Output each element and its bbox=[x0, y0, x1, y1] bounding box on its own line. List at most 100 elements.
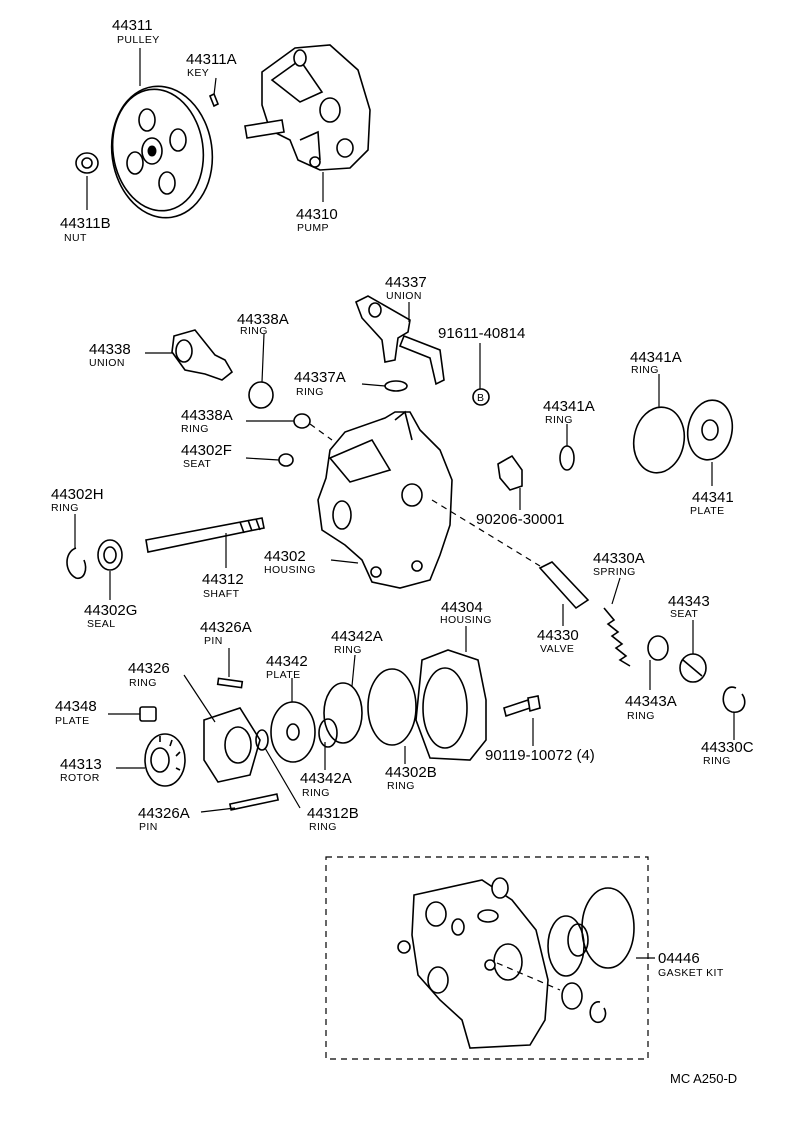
label-44326-number: 44326 bbox=[128, 660, 170, 677]
label-44310-name: PUMP bbox=[297, 222, 329, 234]
label-44302b-number: 44302B bbox=[385, 764, 437, 781]
label-44330c-name: RING bbox=[703, 755, 731, 767]
label-04446-name: GASKET KIT bbox=[658, 967, 724, 979]
label-44337a-number: 44337A bbox=[294, 369, 346, 386]
label-44311-number: 44311 bbox=[112, 17, 153, 34]
label-44342a-upper-number: 44342A bbox=[331, 628, 383, 645]
ring-44337a-drawing bbox=[384, 380, 408, 392]
ring-44341a-large-drawing bbox=[632, 406, 686, 474]
label-44330-name: VALVE bbox=[540, 643, 574, 655]
label-44330c-number: 44330C bbox=[701, 739, 754, 756]
label-44342a-lower-name: RING bbox=[302, 787, 330, 799]
label-44341a-large-name: RING bbox=[631, 364, 659, 376]
bolt-marker-drawing bbox=[472, 388, 490, 406]
label-44348-name: PLATE bbox=[55, 715, 89, 727]
ring-44341a-small-drawing bbox=[559, 445, 575, 471]
plate-44342-drawing bbox=[270, 701, 316, 763]
key-drawing bbox=[208, 92, 220, 108]
label-44343-number: 44343 bbox=[668, 593, 710, 610]
label-44312b-name: RING bbox=[309, 821, 337, 833]
label-44304-name: HOUSING bbox=[440, 614, 492, 626]
label-44341a-small-name: RING bbox=[545, 414, 573, 426]
union-44338-drawing bbox=[171, 329, 234, 381]
label-44302g-name: SEAL bbox=[87, 618, 115, 630]
plate-44341-drawing bbox=[686, 399, 734, 461]
label-44337a-name: RING bbox=[296, 386, 324, 398]
dashed-alignment-lines bbox=[309, 423, 561, 991]
label-44310-number: 44310 bbox=[296, 206, 338, 223]
nut-drawing bbox=[75, 152, 99, 174]
label-44302f-number: 44302F bbox=[181, 442, 232, 459]
part-labels: 44311 PULLEY 44311A KEY 44311B NUT 44310… bbox=[51, 17, 754, 1086]
label-44313-name: ROTOR bbox=[60, 772, 100, 784]
ring-44326-drawing bbox=[203, 707, 261, 783]
label-44302g-number: 44302G bbox=[84, 602, 137, 619]
label-44338a-upper-name: RING bbox=[240, 325, 268, 337]
label-44312-name: SHAFT bbox=[203, 588, 240, 600]
label-44326a-upper-name: PIN bbox=[204, 635, 223, 647]
label-44342-number: 44342 bbox=[266, 653, 308, 670]
label-44342a-lower-number: 44342A bbox=[300, 770, 352, 787]
label-44326a-upper-number: 44326A bbox=[200, 619, 252, 636]
label-44313-number: 44313 bbox=[60, 756, 102, 773]
seat-44343-drawing bbox=[679, 653, 707, 683]
seal-44302g-drawing bbox=[97, 539, 123, 571]
label-44341-number: 44341 bbox=[692, 489, 734, 506]
ring-44342a-large-drawing bbox=[323, 682, 363, 744]
label-44343a-name: RING bbox=[627, 710, 655, 722]
label-44337-name: UNION bbox=[386, 290, 422, 302]
label-44302-name: HOUSING bbox=[264, 564, 316, 576]
ring-44342a-small-drawing bbox=[318, 718, 338, 748]
label-44341a-small-number: 44341A bbox=[543, 398, 595, 415]
label-44311b-name: NUT bbox=[64, 232, 87, 244]
label-44338a-upper-number: 44338A bbox=[237, 311, 289, 328]
label-44337-number: 44337 bbox=[385, 274, 427, 291]
label-44326a-lower-number: 44326A bbox=[138, 805, 190, 822]
label-44311a-number: 44311A bbox=[186, 51, 237, 68]
ring-44302b-drawing bbox=[367, 668, 417, 746]
label-44311-name: PULLEY bbox=[117, 34, 160, 46]
bolt-90119-drawing bbox=[503, 695, 541, 718]
label-44338a-lower-number: 44338A bbox=[181, 407, 233, 424]
shaft-44312-drawing bbox=[145, 517, 265, 553]
ring-44338a-lower-drawing bbox=[293, 413, 311, 429]
pin-44326a-lower-drawing bbox=[228, 793, 280, 811]
label-90206-number: 90206-30001 bbox=[476, 511, 564, 528]
housing-44302-drawing bbox=[317, 410, 453, 589]
ring-44330c-drawing bbox=[722, 686, 746, 713]
label-44302b-name: RING bbox=[387, 780, 415, 792]
label-44302h-name: RING bbox=[51, 502, 79, 514]
rotor-44313-drawing bbox=[144, 733, 186, 787]
label-04446-number: 04446 bbox=[658, 950, 700, 967]
label-90119-number: 90119-10072 (4) bbox=[485, 747, 595, 764]
label-44312-number: 44312 bbox=[202, 571, 244, 588]
plate-44348-drawing bbox=[139, 706, 157, 722]
label-44342a-upper-name: RING bbox=[334, 644, 362, 656]
seat-44302f-drawing bbox=[278, 453, 294, 467]
label-44302f-name: SEAT bbox=[183, 458, 211, 470]
valve-44330-drawing bbox=[538, 561, 590, 610]
label-44343a-number: 44343A bbox=[625, 693, 677, 710]
label-44348-number: 44348 bbox=[55, 698, 97, 715]
label-44312b-number: 44312B bbox=[307, 805, 359, 822]
label-44330a-number: 44330A bbox=[593, 550, 645, 567]
label-91611-number: 91611-40814 bbox=[438, 325, 525, 342]
label-44326-name: RING bbox=[129, 677, 157, 689]
label-44341-name: PLATE bbox=[690, 505, 724, 517]
pin-44326a-upper-drawing bbox=[216, 677, 244, 689]
drawing-reference: MC A250-D bbox=[670, 1071, 737, 1086]
pump-drawing bbox=[244, 44, 371, 171]
spring-44330a-drawing bbox=[603, 607, 631, 667]
ring-44343a-drawing bbox=[647, 635, 669, 661]
label-44341a-large-number: 44341A bbox=[630, 349, 682, 366]
label-44304-number: 44304 bbox=[441, 599, 483, 616]
housing-44304-drawing bbox=[415, 649, 487, 761]
clip-90206-drawing bbox=[497, 454, 523, 491]
label-44302-number: 44302 bbox=[264, 548, 306, 565]
label-44338-name: UNION bbox=[89, 357, 125, 369]
ring-44338a-upper-drawing bbox=[248, 381, 274, 409]
label-44330-number: 44330 bbox=[537, 627, 579, 644]
label-44311b-number: 44311B bbox=[60, 215, 111, 232]
label-44338-number: 44338 bbox=[89, 341, 131, 358]
